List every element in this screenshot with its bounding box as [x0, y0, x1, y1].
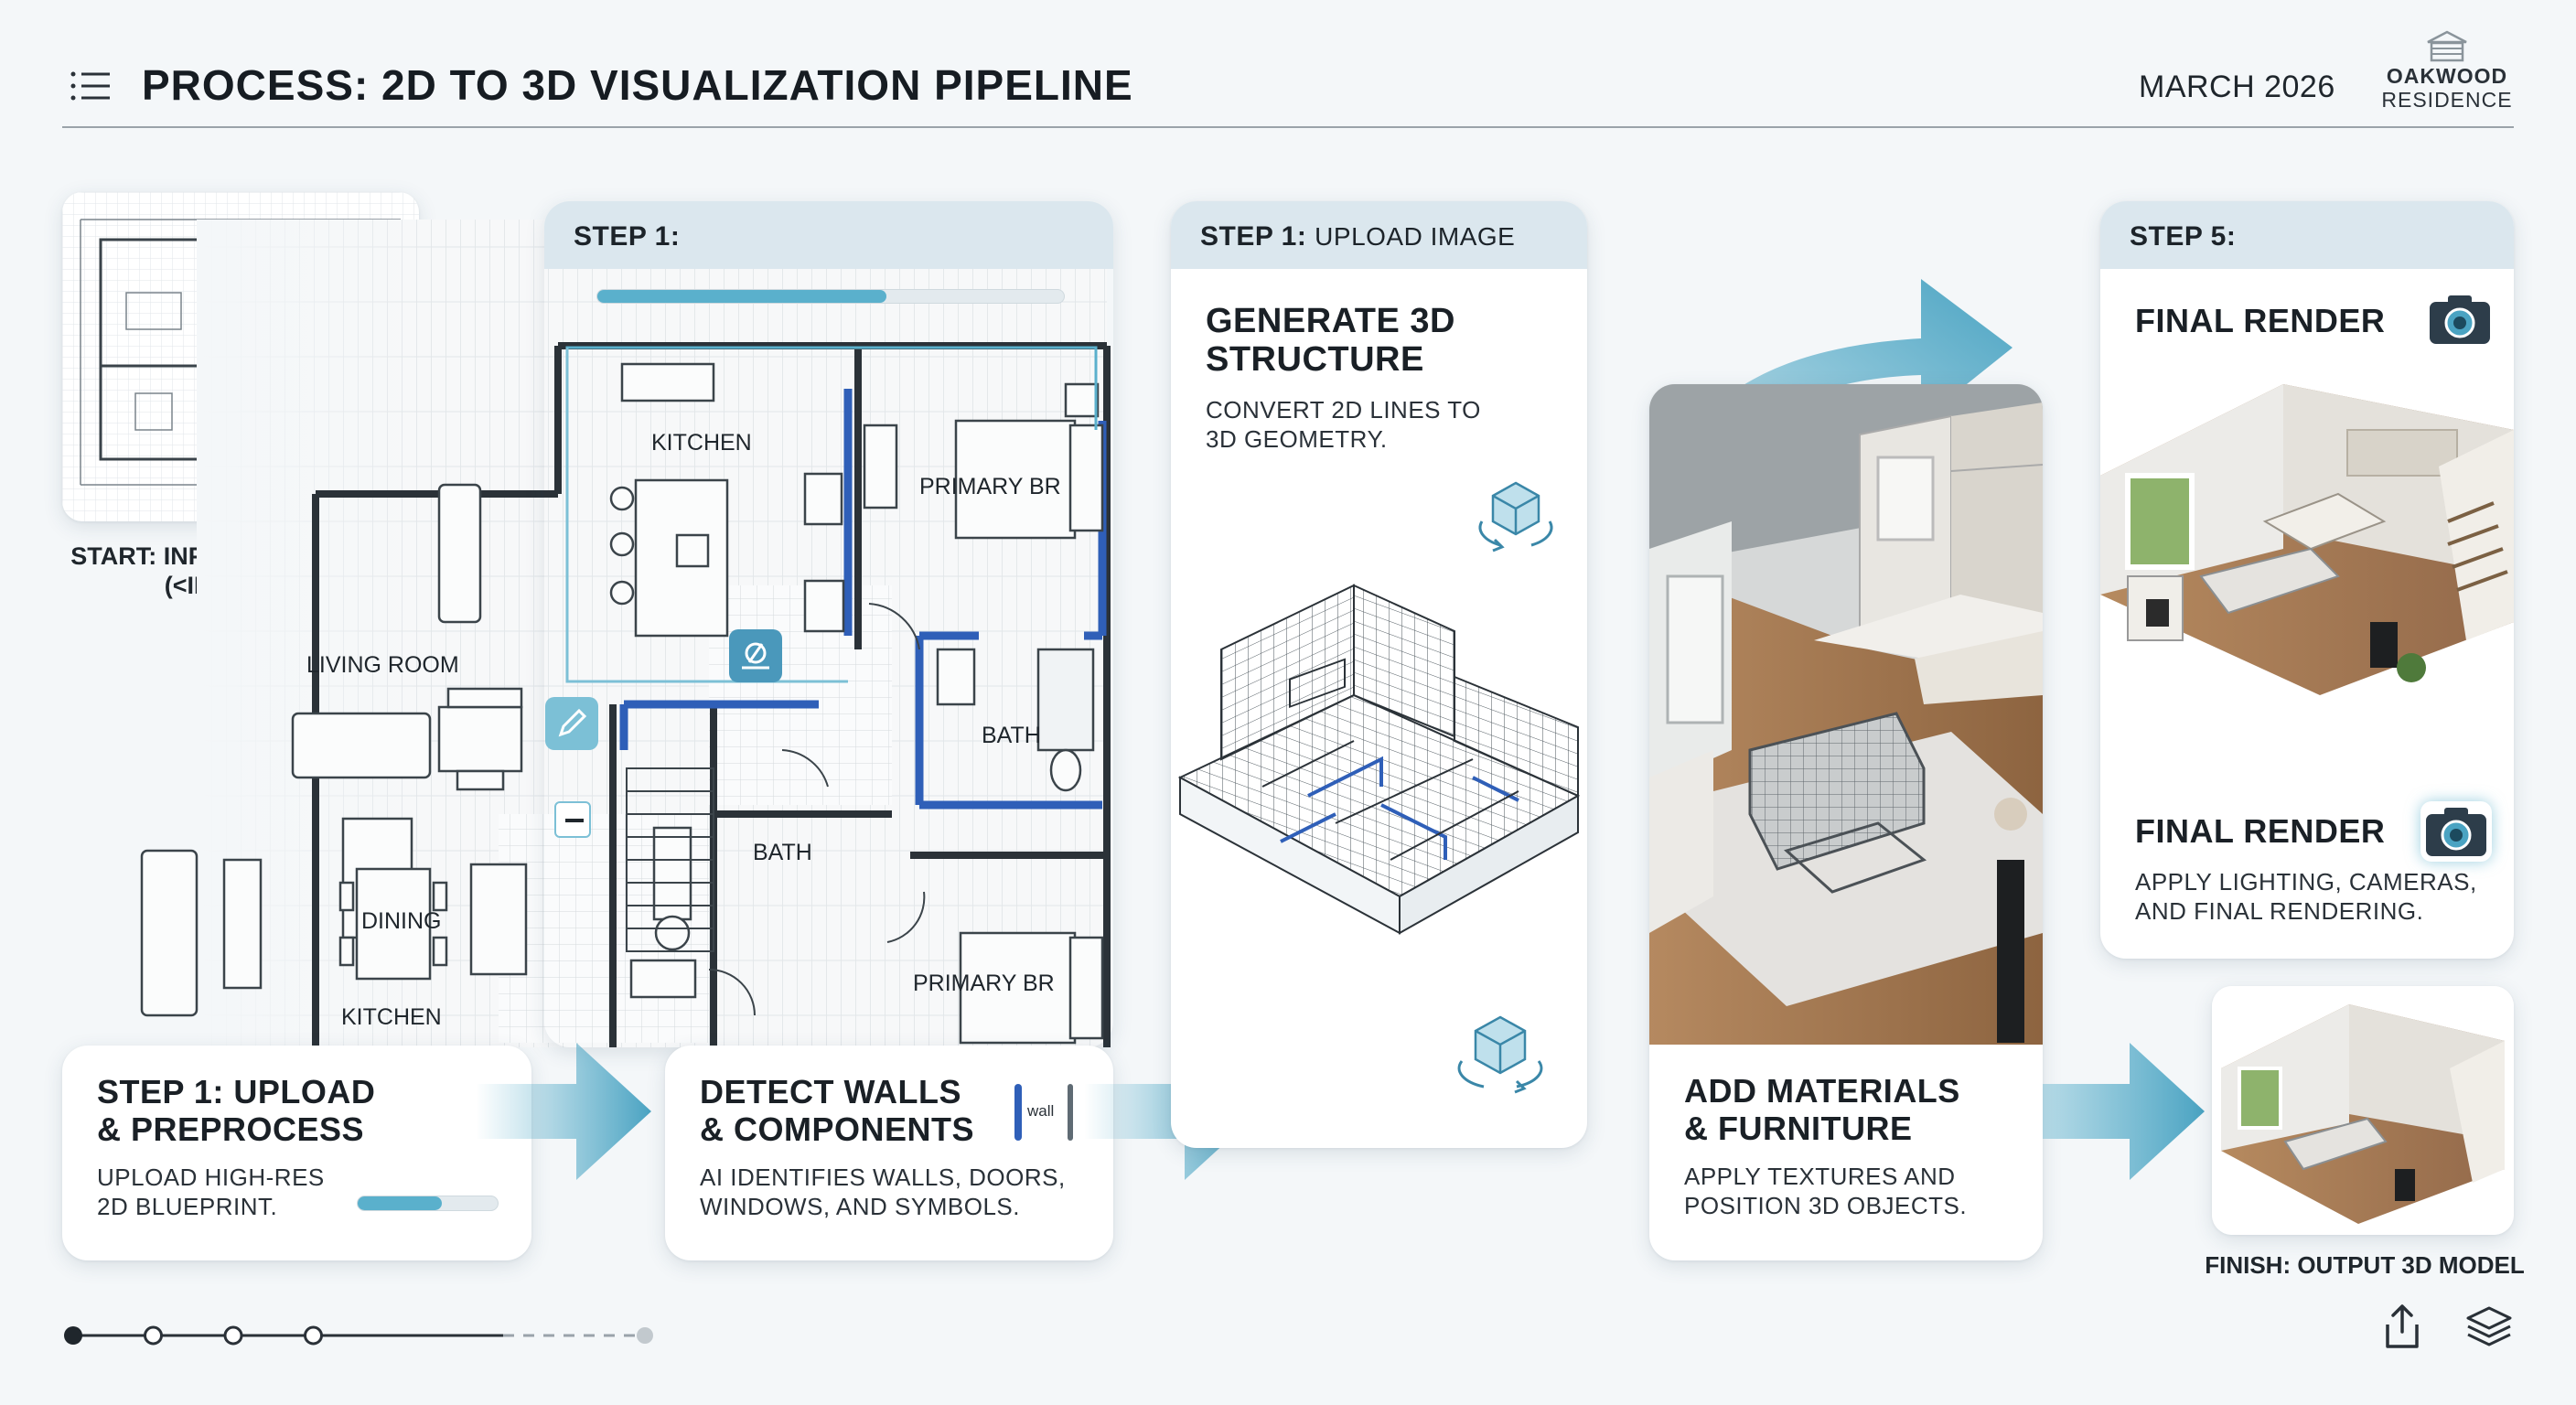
header-date: MARCH 2026 — [2139, 70, 2335, 104]
wall-badge-right-bar — [1068, 1084, 1073, 1141]
cube-rotate-icon[interactable] — [1445, 1006, 1555, 1107]
flow-arrow-curved — [1651, 279, 2012, 540]
menu-icon[interactable] — [70, 70, 112, 102]
step1-title: STEP 1: UPLOAD & PREPROCESS — [97, 1073, 375, 1148]
floorplan-main: KITCHEN PRIMARY BR LIVING ROOM BATH BATH… — [140, 220, 1111, 1047]
room-label: LIVING ROOM — [306, 652, 459, 678]
generate-title: GENERATE 3D STRUCTURE — [1206, 302, 1455, 379]
materials-desc-line-2: POSITION 3D OBJECTS. — [1684, 1192, 1968, 1219]
room-label: BATH — [982, 723, 1041, 748]
layers-icon[interactable] — [2464, 1304, 2514, 1350]
step1-card[interactable]: STEP 1: UPLOAD & PREPROCESS UPLOAD HIGH-… — [62, 1046, 531, 1260]
timeline-step-dot[interactable] — [223, 1325, 243, 1346]
plan-card-head: STEP 1: — [544, 201, 1113, 269]
cube-rotate-icon[interactable] — [1465, 474, 1566, 565]
materials-desc-line-1: APPLY TEXTURES AND — [1684, 1163, 1956, 1190]
step1-desc-line-1: UPLOAD HIGH-RES — [97, 1164, 325, 1191]
materials-title: ADD MATERIALS & FURNITURE — [1684, 1072, 1960, 1147]
generate-card[interactable]: STEP 1: UPLOAD IMAGE GENERATE 3D STRUCTU… — [1171, 201, 1587, 1148]
pencil-icon[interactable] — [545, 697, 598, 750]
detect-title-line-2: & COMPONENTS — [700, 1110, 975, 1148]
wall-badge-left-bar — [1014, 1084, 1022, 1141]
step1-desc: UPLOAD HIGH-RES 2D BLUEPRINT. — [97, 1163, 325, 1221]
generate-desc-line-2: 3D GEOMETRY. — [1206, 425, 1388, 453]
header-divider — [62, 126, 2514, 128]
render-desc-line-2: AND FINAL RENDERING. — [2135, 897, 2424, 925]
materials-card[interactable]: ADD MATERIALS & FURNITURE APPLY TEXTURES… — [1649, 384, 2043, 1260]
detect-desc-line-2: WINDOWS, AND SYMBOLS. — [700, 1193, 1020, 1220]
generate-head-bold: STEP 1: — [1200, 221, 1307, 252]
segment-tool-icon[interactable] — [554, 801, 591, 838]
step1-progress-fill — [358, 1196, 442, 1210]
room-label: BATH — [753, 840, 812, 865]
draw-tool-icon[interactable] — [729, 629, 782, 682]
render-title: FINAL RENDER — [2135, 812, 2386, 850]
materials-render-image — [1649, 384, 2043, 1045]
timeline-step-dot[interactable] — [64, 1326, 82, 1345]
render-top-title: FINAL RENDER — [2135, 302, 2386, 339]
render-desc-line-1: APPLY LIGHTING, CAMERAS, — [2135, 868, 2477, 896]
generate-head-thin: UPLOAD IMAGE — [1315, 222, 1516, 251]
flow-arrow-4 — [2043, 1043, 2205, 1180]
room-label: PRIMARY BR — [919, 474, 1061, 499]
wall-badge: wall — [1014, 1084, 1079, 1141]
step1-title-line-1: STEP 1: UPLOAD — [97, 1073, 376, 1110]
plan-card-progress-fill — [597, 290, 887, 303]
generate-title-line-1: GENERATE 3D — [1206, 302, 1455, 340]
plan-card-progress-track — [596, 289, 1065, 304]
flow-arrow-2 — [476, 1043, 651, 1180]
building-icon — [2424, 29, 2470, 62]
room-label: PRIMARY BR — [913, 971, 1055, 996]
camera-icon[interactable] — [2420, 801, 2492, 862]
step1-progress-track — [357, 1196, 499, 1211]
render-card-head: STEP 5: — [2100, 201, 2514, 269]
wireframe-structure — [1177, 584, 1581, 935]
brand-name: OAKWOOD RESIDENCE — [2378, 64, 2516, 112]
materials-desc: APPLY TEXTURES AND POSITION 3D OBJECTS. — [1684, 1162, 1967, 1220]
finish-label: FINISH: OUTPUT 3D MODEL — [2205, 1251, 2525, 1279]
timeline-step-dot[interactable] — [304, 1325, 323, 1346]
render-image — [2100, 366, 2514, 695]
detect-desc: AI IDENTIFIES WALLS, DOORS, WINDOWS, AND… — [700, 1163, 1066, 1221]
brand-line-2: RESIDENCE — [2381, 88, 2513, 112]
timeline — [64, 1325, 653, 1346]
step1-title-line-2: & PREPROCESS — [97, 1110, 365, 1148]
render-desc: APPLY LIGHTING, CAMERAS, AND FINAL RENDE… — [2135, 867, 2477, 926]
share-icon[interactable] — [2382, 1303, 2422, 1350]
generate-title-line-2: STRUCTURE — [1206, 340, 1424, 379]
materials-title-line-2: & FURNITURE — [1684, 1110, 1913, 1147]
brand-line-1: OAKWOOD — [2386, 64, 2508, 88]
step1-desc-line-2: 2D BLUEPRINT. — [97, 1193, 278, 1220]
finish-render-image — [2212, 986, 2514, 1235]
page-title: PROCESS: 2D TO 3D VISUALIZATION PIPELINE — [142, 61, 1133, 109]
room-label: KITCHEN — [651, 430, 752, 456]
detect-desc-line-1: AI IDENTIFIES WALLS, DOORS, — [700, 1164, 1066, 1191]
generate-desc: CONVERT 2D LINES TO 3D GEOMETRY. — [1206, 395, 1481, 454]
generate-card-head: STEP 1: UPLOAD IMAGE — [1171, 201, 1587, 269]
finish-output-thumbnail[interactable] — [2212, 986, 2514, 1235]
wall-badge-text: wall — [1027, 1102, 1055, 1120]
timeline-step-dot[interactable] — [637, 1327, 653, 1344]
camera-icon[interactable] — [2428, 293, 2492, 346]
detect-card[interactable]: DETECT WALLS & COMPONENTS wall AI IDENTI… — [665, 1046, 1113, 1260]
timeline-step-dot[interactable] — [144, 1325, 163, 1346]
materials-title-line-1: ADD MATERIALS — [1684, 1072, 1960, 1110]
generate-desc-line-1: CONVERT 2D LINES TO — [1206, 396, 1481, 424]
detect-title-line-1: DETECT WALLS — [700, 1073, 961, 1110]
room-label: KITCHEN — [341, 1004, 442, 1030]
detect-title: DETECT WALLS & COMPONENTS — [700, 1073, 974, 1148]
room-label: DINING — [361, 908, 442, 934]
render-card[interactable]: STEP 5: FINAL RENDER FINAL RENDER — [2100, 201, 2514, 959]
